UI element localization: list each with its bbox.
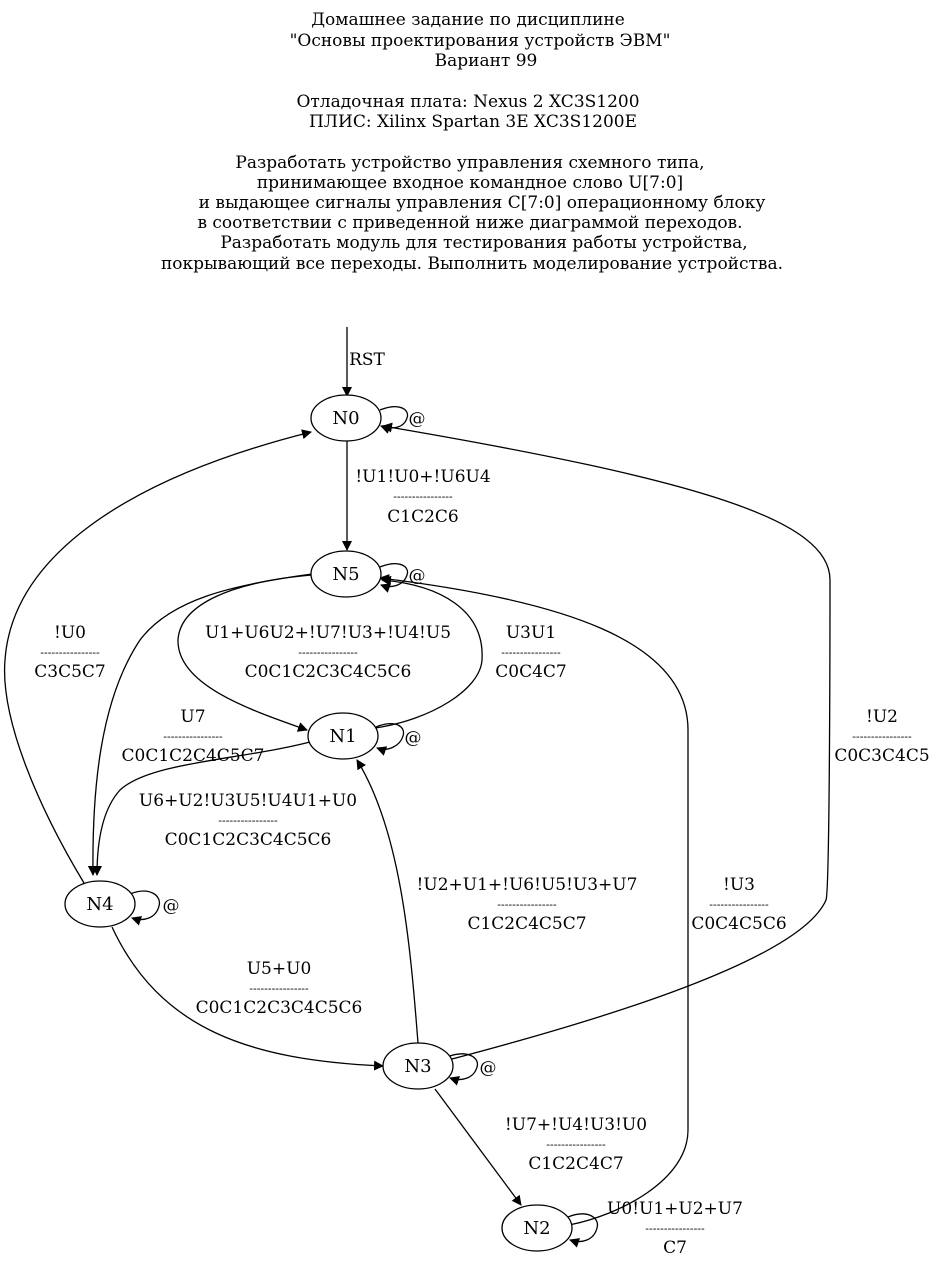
- header-line: Разработать устройство управления схемно…: [235, 153, 704, 173]
- transition-outputs: C0C1C2C3C4C5C6: [196, 998, 363, 1018]
- state-label: N0: [332, 408, 359, 429]
- transition-condition: !U1!U0+!U6U4: [355, 467, 490, 487]
- self-loop-n4: [129, 890, 161, 926]
- label-n3-n2: !U7+!U4!U3!U0 ---------------- C1C2C4C7: [505, 1115, 647, 1174]
- transition-separator: ----------------: [546, 1138, 606, 1151]
- transition-separator: ----------------: [163, 730, 223, 743]
- edge-n1-n4: [92, 741, 311, 876]
- header-line: и выдающее сигналы управления C[7:0] опе…: [199, 193, 766, 213]
- transition-separator: ----------------: [249, 982, 309, 995]
- transition-condition: !U2+U1+!U6!U5!U3+U7: [417, 875, 638, 895]
- transition-separator: ----------------: [393, 490, 453, 503]
- edge-n3-n0: [382, 422, 831, 1060]
- transition-separator: ----------------: [501, 646, 561, 659]
- state-n2: N2: [501, 1204, 573, 1252]
- label-n0-n5: !U1!U0+!U6U4 ---------------- C1C2C6: [355, 467, 490, 527]
- transition-condition: U7: [180, 707, 205, 727]
- transition-condition: U6+U2!U3U5!U4U1+U0: [139, 791, 357, 811]
- self-loop-label: @: [409, 566, 426, 586]
- label-n5-n1: U1+U6U2+!U7!U3+!U4!U5 ---------------- C…: [205, 623, 451, 682]
- transition-separator: ----------------: [218, 814, 278, 827]
- transition-condition: !U2: [866, 707, 898, 727]
- transition-outputs: C7: [663, 1238, 687, 1258]
- label-n4-n0: !U0 ---------------- C3C5C7: [34, 623, 105, 682]
- label-n3-n0: !U2 ---------------- C0C3C4C5: [834, 707, 929, 766]
- edge-n4-n0: [3, 429, 312, 884]
- self-loop-label: @: [405, 728, 422, 748]
- state-label: N4: [86, 894, 113, 915]
- reset-label: RST: [349, 350, 385, 370]
- transition-separator: ----------------: [298, 646, 358, 659]
- self-loop-n5: [379, 563, 409, 593]
- state-label: N2: [523, 1218, 550, 1239]
- header-line: "Основы проектирования устройств ЭВМ": [290, 31, 671, 51]
- edge-n4-n3: [111, 926, 384, 1071]
- transition-outputs: C0C1C2C4C5C7: [122, 746, 265, 766]
- state-n5: N5: [310, 550, 382, 598]
- edge-n2-n5: [379, 574, 689, 1226]
- header-line: принимающее входное командное слово U[7:…: [257, 173, 683, 193]
- label-n3-n1: !U2+U1+!U6!U5!U3+U7 ---------------- C1C…: [417, 875, 638, 934]
- header-line: в соответствии с приведенной ниже диагра…: [197, 213, 742, 233]
- label-n2-n2: U0!U1+U2+U7 ---------------- C7: [607, 1199, 743, 1258]
- transition-separator: ----------------: [852, 730, 912, 743]
- state-n0: N0: [310, 394, 382, 442]
- transition-condition: !U3: [723, 875, 755, 895]
- edge-n5-n4: [87, 573, 313, 876]
- header-line: Вариант 99: [435, 51, 538, 71]
- transition-outputs: C3C5C7: [34, 662, 105, 682]
- transition-outputs: C0C4C5C6: [691, 914, 786, 934]
- state-nodes: N0 N5 N1 N4 N3 N2: [64, 394, 573, 1252]
- state-label: N3: [404, 1056, 431, 1077]
- edge-n3-n2: [434, 1088, 522, 1206]
- transition-condition: U5+U0: [247, 959, 312, 979]
- state-label: N5: [332, 564, 359, 585]
- transition-outputs: C1C2C4C5C7: [467, 914, 586, 934]
- header-line: ПЛИС: Xilinx Spartan 3E XC3S1200E: [309, 112, 637, 132]
- transition-outputs: C0C1C2C3C4C5C6: [165, 830, 332, 850]
- transition-outputs: C0C3C4C5: [834, 746, 929, 766]
- transition-separator: ----------------: [709, 898, 769, 911]
- header-line: Домашнее задание по дисциплине: [311, 10, 625, 30]
- label-n1-n4: U6+U2!U3U5!U4U1+U0 ---------------- C0C1…: [139, 791, 357, 850]
- transition-condition: !U7+!U4!U3!U0: [505, 1115, 647, 1135]
- state-n4: N4: [64, 880, 136, 928]
- self-loop-label: @: [480, 1058, 497, 1078]
- transition-outputs: C0C1C2C3C4C5C6: [245, 662, 412, 682]
- transition-condition: U1+U6U2+!U7!U3+!U4!U5: [205, 623, 451, 643]
- edge-n3-n1: [356, 759, 419, 1044]
- transition-condition: U3U1: [506, 623, 556, 643]
- edge-labels: RST @ @ @ @ @ !U1!U0+!U6U4 -------------…: [34, 350, 929, 1258]
- edge-n1-n5: [374, 575, 483, 729]
- edge-n5-n1: [177, 574, 313, 732]
- transition-condition: U0!U1+U2+U7: [607, 1199, 743, 1219]
- header-line: Разработать модуль для тестирования рабо…: [220, 233, 747, 253]
- self-loop-n0: [379, 406, 409, 434]
- transition-separator: ----------------: [40, 646, 100, 659]
- transition-outputs: C1C2C4C7: [528, 1154, 623, 1174]
- self-loop-n3: [446, 1053, 479, 1086]
- header-line: покрывающий все переходы. Выполнить моде…: [161, 254, 783, 274]
- self-loop-n1: [375, 723, 405, 756]
- transitions: [3, 327, 831, 1248]
- transition-separator: ----------------: [645, 1222, 705, 1235]
- self-loop-label: @: [409, 409, 426, 429]
- transition-outputs: C0C4C7: [495, 662, 566, 682]
- assignment-header: Домашнее задание по дисциплине "Основы п…: [161, 10, 783, 274]
- state-n1: N1: [307, 712, 379, 760]
- header-line: Отладочная плата: Nexus 2 XC3S1200: [296, 92, 639, 112]
- state-n3: N3: [382, 1042, 454, 1090]
- transition-condition: !U0: [54, 623, 86, 643]
- state-label: N1: [329, 726, 356, 747]
- label-n1-n5: U3U1 ---------------- C0C4C7: [495, 623, 566, 682]
- label-n4-n3: U5+U0 ---------------- C0C1C2C3C4C5C6: [196, 959, 363, 1018]
- label-n5-n4: U7 ---------------- C0C1C2C4C5C7: [122, 707, 265, 766]
- self-loop-n2: [567, 1213, 599, 1248]
- label-n2-n5: !U3 ---------------- C0C4C5C6: [691, 875, 786, 934]
- transition-outputs: C1C2C6: [387, 507, 458, 527]
- transition-separator: ----------------: [497, 898, 557, 911]
- self-loop-label: @: [163, 896, 180, 916]
